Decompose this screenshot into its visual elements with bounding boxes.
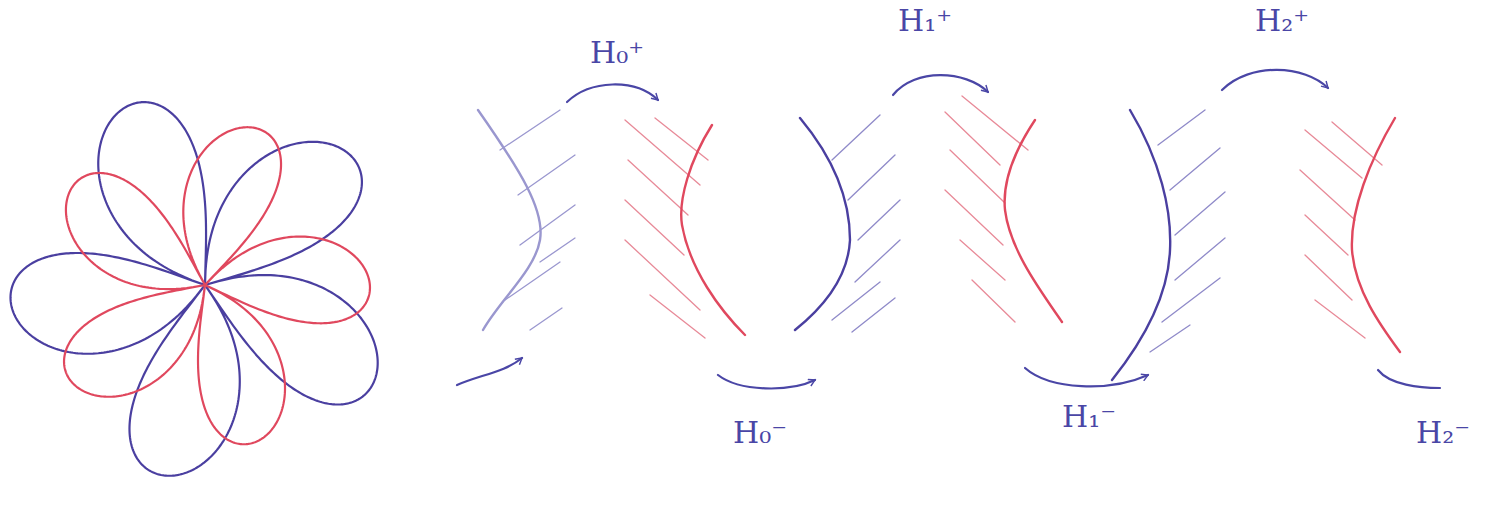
map-arrow — [1025, 368, 1148, 386]
map-label: H₀⁺ — [590, 36, 644, 69]
hatching — [500, 110, 575, 330]
map-arrow — [718, 375, 815, 388]
map-label: H₀⁻ — [733, 416, 787, 449]
map-label: H₂⁺ — [1255, 4, 1309, 37]
map-label: H₁⁺ — [898, 4, 952, 37]
boundary-curve — [681, 125, 745, 335]
hatching — [625, 118, 708, 338]
red-petals — [64, 127, 370, 444]
map-arrow — [1222, 70, 1328, 90]
flower-figure — [11, 102, 378, 476]
hatching — [1150, 110, 1225, 352]
boundary-curve — [1352, 118, 1400, 352]
hatching — [832, 115, 900, 332]
map-arrow — [893, 75, 988, 95]
boundary-curve — [1112, 110, 1170, 380]
blue-petals — [11, 102, 378, 476]
hatching — [945, 96, 1028, 322]
boundary-curve — [795, 118, 850, 330]
map-arrow — [457, 358, 522, 385]
map-label: H₁⁻ — [1062, 400, 1116, 433]
boundary-curve — [1005, 120, 1062, 322]
map-label: H₂⁻ — [1416, 416, 1470, 449]
boundary-curve — [478, 110, 541, 330]
map-arrow — [567, 84, 658, 102]
map-arrow — [1378, 370, 1440, 388]
